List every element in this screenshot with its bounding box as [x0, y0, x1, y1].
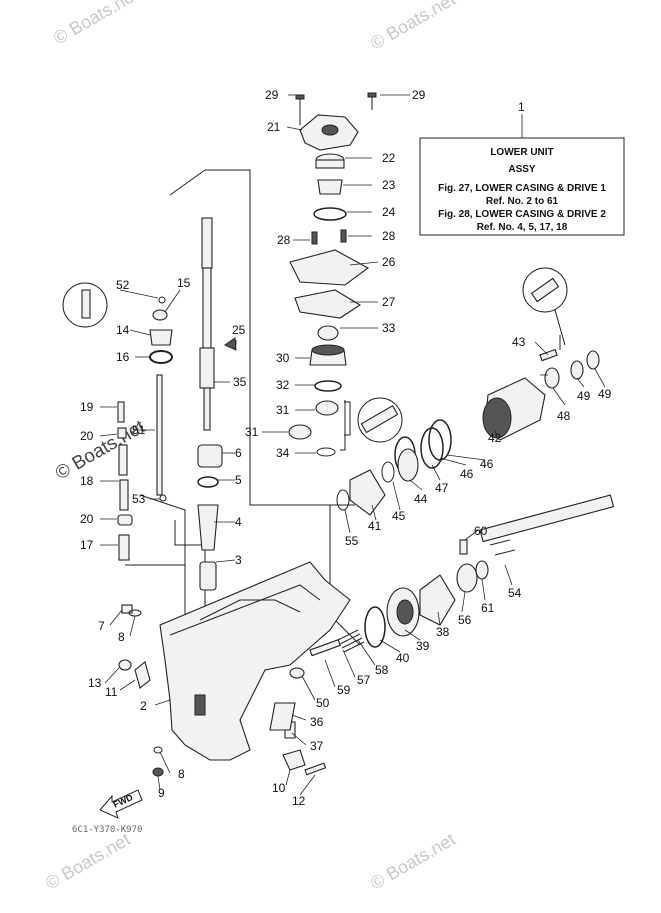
leader-lines	[99, 94, 606, 796]
callout-48: 48	[557, 409, 571, 423]
callout-28: 28	[277, 233, 291, 247]
callout-55: 55	[345, 534, 359, 548]
callout-39: 39	[416, 639, 430, 653]
callout-22: 22	[382, 151, 396, 165]
callout-11: 11	[105, 685, 118, 699]
callout-17: 17	[80, 538, 94, 552]
callout-7: 7	[98, 619, 105, 633]
callout-23: 23	[382, 178, 396, 192]
callout-51: 51	[132, 423, 146, 437]
info-fig27: Fig. 27, LOWER CASING & DRIVE 1	[438, 183, 606, 194]
callout-14: 14	[116, 323, 130, 337]
callout-9: 9	[158, 786, 165, 800]
callout-35: 35	[233, 375, 247, 389]
callout-26: 26	[382, 255, 396, 269]
callout-49: 49	[577, 389, 591, 403]
water-pump-parts	[288, 92, 377, 457]
callout-32: 32	[276, 378, 290, 392]
callout-2: 2	[140, 699, 147, 713]
callout-20: 20	[80, 512, 94, 526]
callout-46: 46	[480, 457, 494, 471]
callout-27: 27	[382, 295, 396, 309]
callout-43: 43	[512, 335, 526, 349]
callout-8: 8	[178, 767, 185, 781]
callout-1: 1	[518, 100, 525, 114]
callout-13: 13	[88, 676, 102, 690]
callout-29: 29	[412, 88, 426, 102]
callout-16: 16	[116, 350, 130, 364]
left-side-parts	[62, 282, 173, 561]
lower-casing	[118, 561, 365, 777]
callout-37: 37	[310, 739, 324, 753]
callout-31: 31	[276, 403, 290, 417]
callout-8: 8	[118, 630, 125, 644]
watermark-top-right: © Boats.net	[367, 0, 459, 53]
info-fig28-ref: Ref. No. 4, 5, 17, 18	[477, 222, 568, 233]
callout-30: 30	[276, 351, 290, 365]
callouts: 29 29 21 22 23 24 28 28 26 27 33 30 32 3…	[80, 88, 612, 808]
callout-5: 5	[235, 473, 242, 487]
info-fig28: Fig. 28, LOWER CASING & DRIVE 2	[438, 209, 606, 220]
callout-12: 12	[292, 794, 306, 808]
callout-20: 20	[80, 429, 94, 443]
callout-33: 33	[382, 321, 396, 335]
callout-44: 44	[414, 492, 428, 506]
callout-46: 46	[460, 467, 474, 481]
info-box: 1 LOWER UNIT ASSY Fig. 27, LOWER CASING …	[419, 100, 625, 236]
callout-56: 56	[458, 613, 472, 627]
callout-50: 50	[316, 696, 330, 710]
callout-53: 53	[132, 492, 146, 506]
callout-49: 49	[598, 387, 612, 401]
callout-60: 60	[474, 524, 488, 538]
callout-47: 47	[435, 481, 449, 495]
callout-21: 21	[267, 120, 281, 134]
info-fig27-ref: Ref. No. 2 to 61	[486, 196, 559, 207]
callout-15: 15	[177, 276, 191, 290]
callout-54: 54	[508, 586, 522, 600]
callout-10: 10	[272, 781, 286, 795]
callout-61: 61	[481, 601, 495, 615]
callout-31: 31	[245, 425, 259, 439]
propshaft-parts	[336, 267, 615, 648]
fwd-arrow: FWD	[99, 789, 143, 819]
callout-3: 3	[235, 553, 242, 567]
callout-59: 59	[337, 683, 351, 697]
callout-58: 58	[375, 663, 389, 677]
callout-45: 45	[392, 509, 406, 523]
callout-19: 19	[80, 400, 94, 414]
callout-24: 24	[382, 205, 396, 219]
callout-28: 28	[382, 229, 396, 243]
callout-6: 6	[235, 446, 242, 460]
callout-52: 52	[116, 278, 130, 292]
callout-36: 36	[310, 715, 324, 729]
callout-25: 25	[232, 323, 246, 337]
info-title: LOWER UNIT	[490, 147, 553, 158]
callout-42: 42	[488, 431, 502, 445]
callout-41: 41	[368, 519, 382, 533]
watermark-top-left: © Boats.net	[50, 0, 142, 48]
callout-57: 57	[357, 673, 371, 687]
watermark-bottom-right: © Boats.net	[367, 829, 459, 893]
callout-18: 18	[80, 474, 94, 488]
callout-40: 40	[396, 651, 410, 665]
info-subtitle: ASSY	[508, 164, 536, 175]
drive-shaft-parts	[197, 217, 237, 591]
callout-34: 34	[276, 446, 290, 460]
callout-38: 38	[436, 625, 450, 639]
watermark-bottom-left: © Boats.net	[42, 829, 134, 893]
diagram-code: 6C1-Y370-K970	[72, 825, 142, 835]
callout-29: 29	[265, 88, 279, 102]
group-lines	[125, 169, 561, 646]
callout-4: 4	[235, 515, 242, 529]
